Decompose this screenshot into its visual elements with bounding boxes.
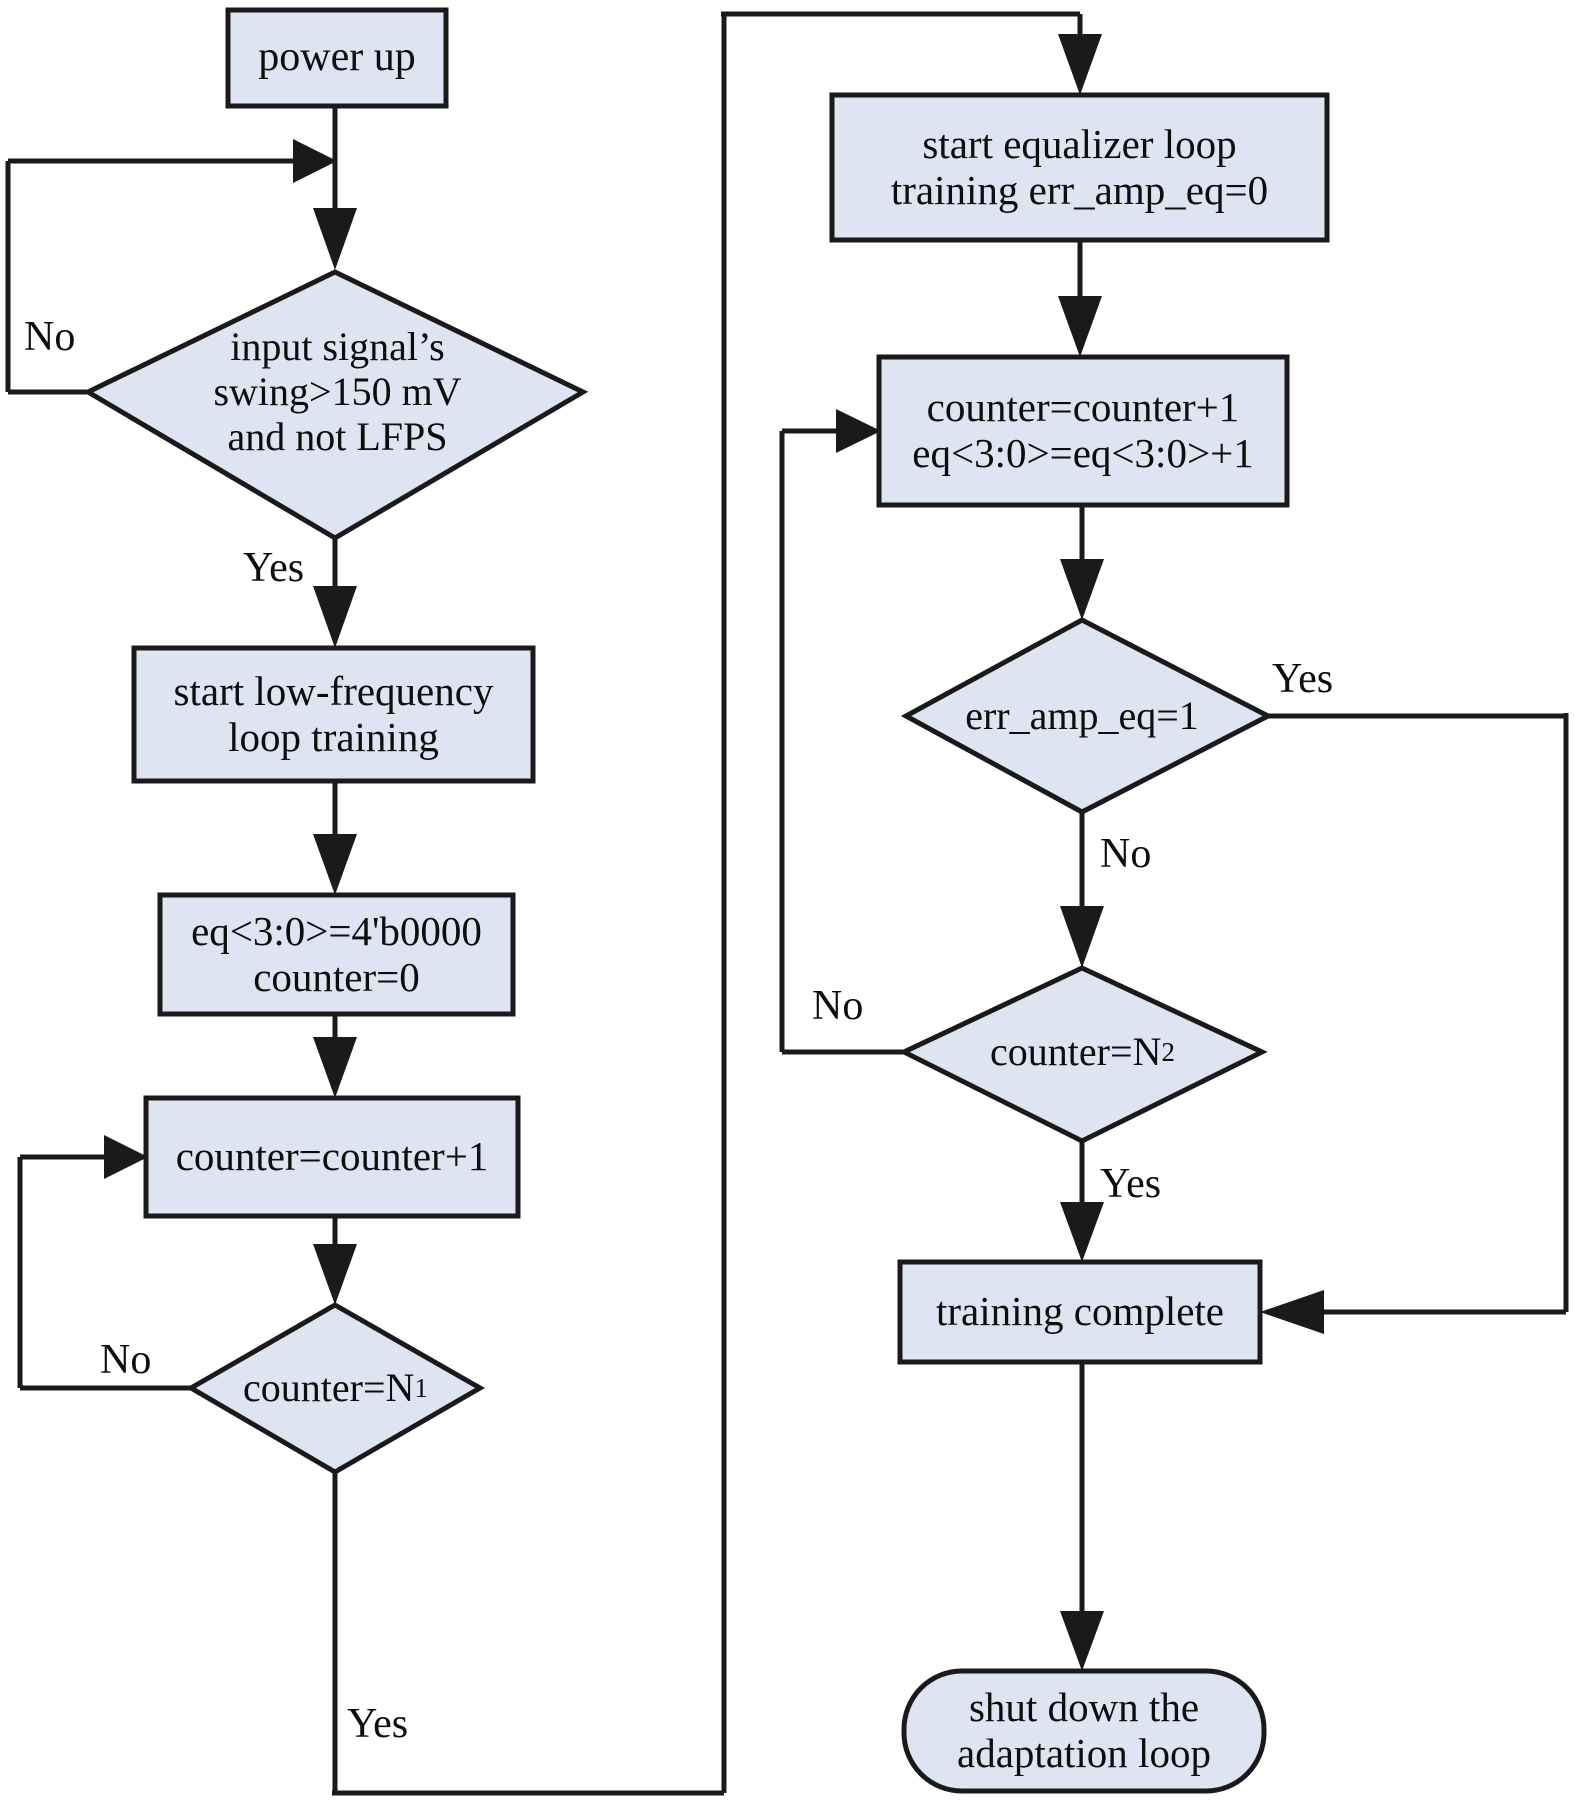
- node-counter-inc-2-shape[interactable]: [876, 354, 1290, 508]
- edge-label-input-swing-no: No: [24, 314, 76, 360]
- node-counter-inc-1-shape[interactable]: [143, 1095, 521, 1219]
- arrowhead-into-start-eq-loop: [1058, 34, 1102, 95]
- arrowhead-erramp-yes-into-done: [1260, 1290, 1324, 1334]
- node-counter-n2-shape[interactable]: [898, 965, 1268, 1144]
- arrowhead-powerup-to-input: [313, 208, 357, 270]
- node-counter-n1-shape[interactable]: [186, 1302, 486, 1475]
- arrowhead-starteq-to-counter2: [1058, 296, 1102, 357]
- edge-label-counter-n1-no: No: [100, 1337, 152, 1383]
- arrowhead-input-no-rejoin: [293, 139, 337, 183]
- node-input-swing-shape[interactable]: [82, 269, 589, 541]
- edge-label-input-swing-yes: Yes: [243, 545, 305, 591]
- arrowhead-n2-yes: [1060, 1202, 1104, 1262]
- edge-label-counter-n2-no: No: [812, 983, 864, 1029]
- node-err-amp-eq-shape[interactable]: [900, 617, 1274, 815]
- node-training-done-shape[interactable]: [897, 1259, 1263, 1365]
- arrowhead-erramp-no: [1060, 906, 1104, 968]
- arrowhead-counter1-to-n1: [313, 1244, 357, 1305]
- node-eq-init-shape[interactable]: [157, 892, 516, 1017]
- arrowhead-counter2-to-erramp: [1060, 559, 1104, 620]
- arrowhead-n2-no-rejoin: [836, 409, 881, 453]
- node-power-up-shape[interactable]: [225, 7, 449, 109]
- edge-label-counter-n1-yes: Yes: [347, 1701, 409, 1747]
- node-start-eq-loop-shape[interactable]: [829, 92, 1330, 243]
- arrowhead-lowfreq-to-eqinit: [313, 834, 357, 895]
- node-shut-down-shape[interactable]: [901, 1668, 1267, 1794]
- edge-label-counter-n2-yes: Yes: [1100, 1161, 1162, 1207]
- arrowhead-eqinit-to-counter1: [313, 1037, 357, 1098]
- arrowhead-n1-no-rejoin: [104, 1135, 148, 1179]
- arrowhead-input-yes: [313, 586, 357, 648]
- arrowhead-done-to-shutdown: [1060, 1611, 1104, 1671]
- edge-label-err-amp-eq-yes: Yes: [1272, 656, 1334, 702]
- node-low-freq-shape[interactable]: [131, 645, 536, 784]
- edge-label-err-amp-eq-no: No: [1100, 831, 1152, 877]
